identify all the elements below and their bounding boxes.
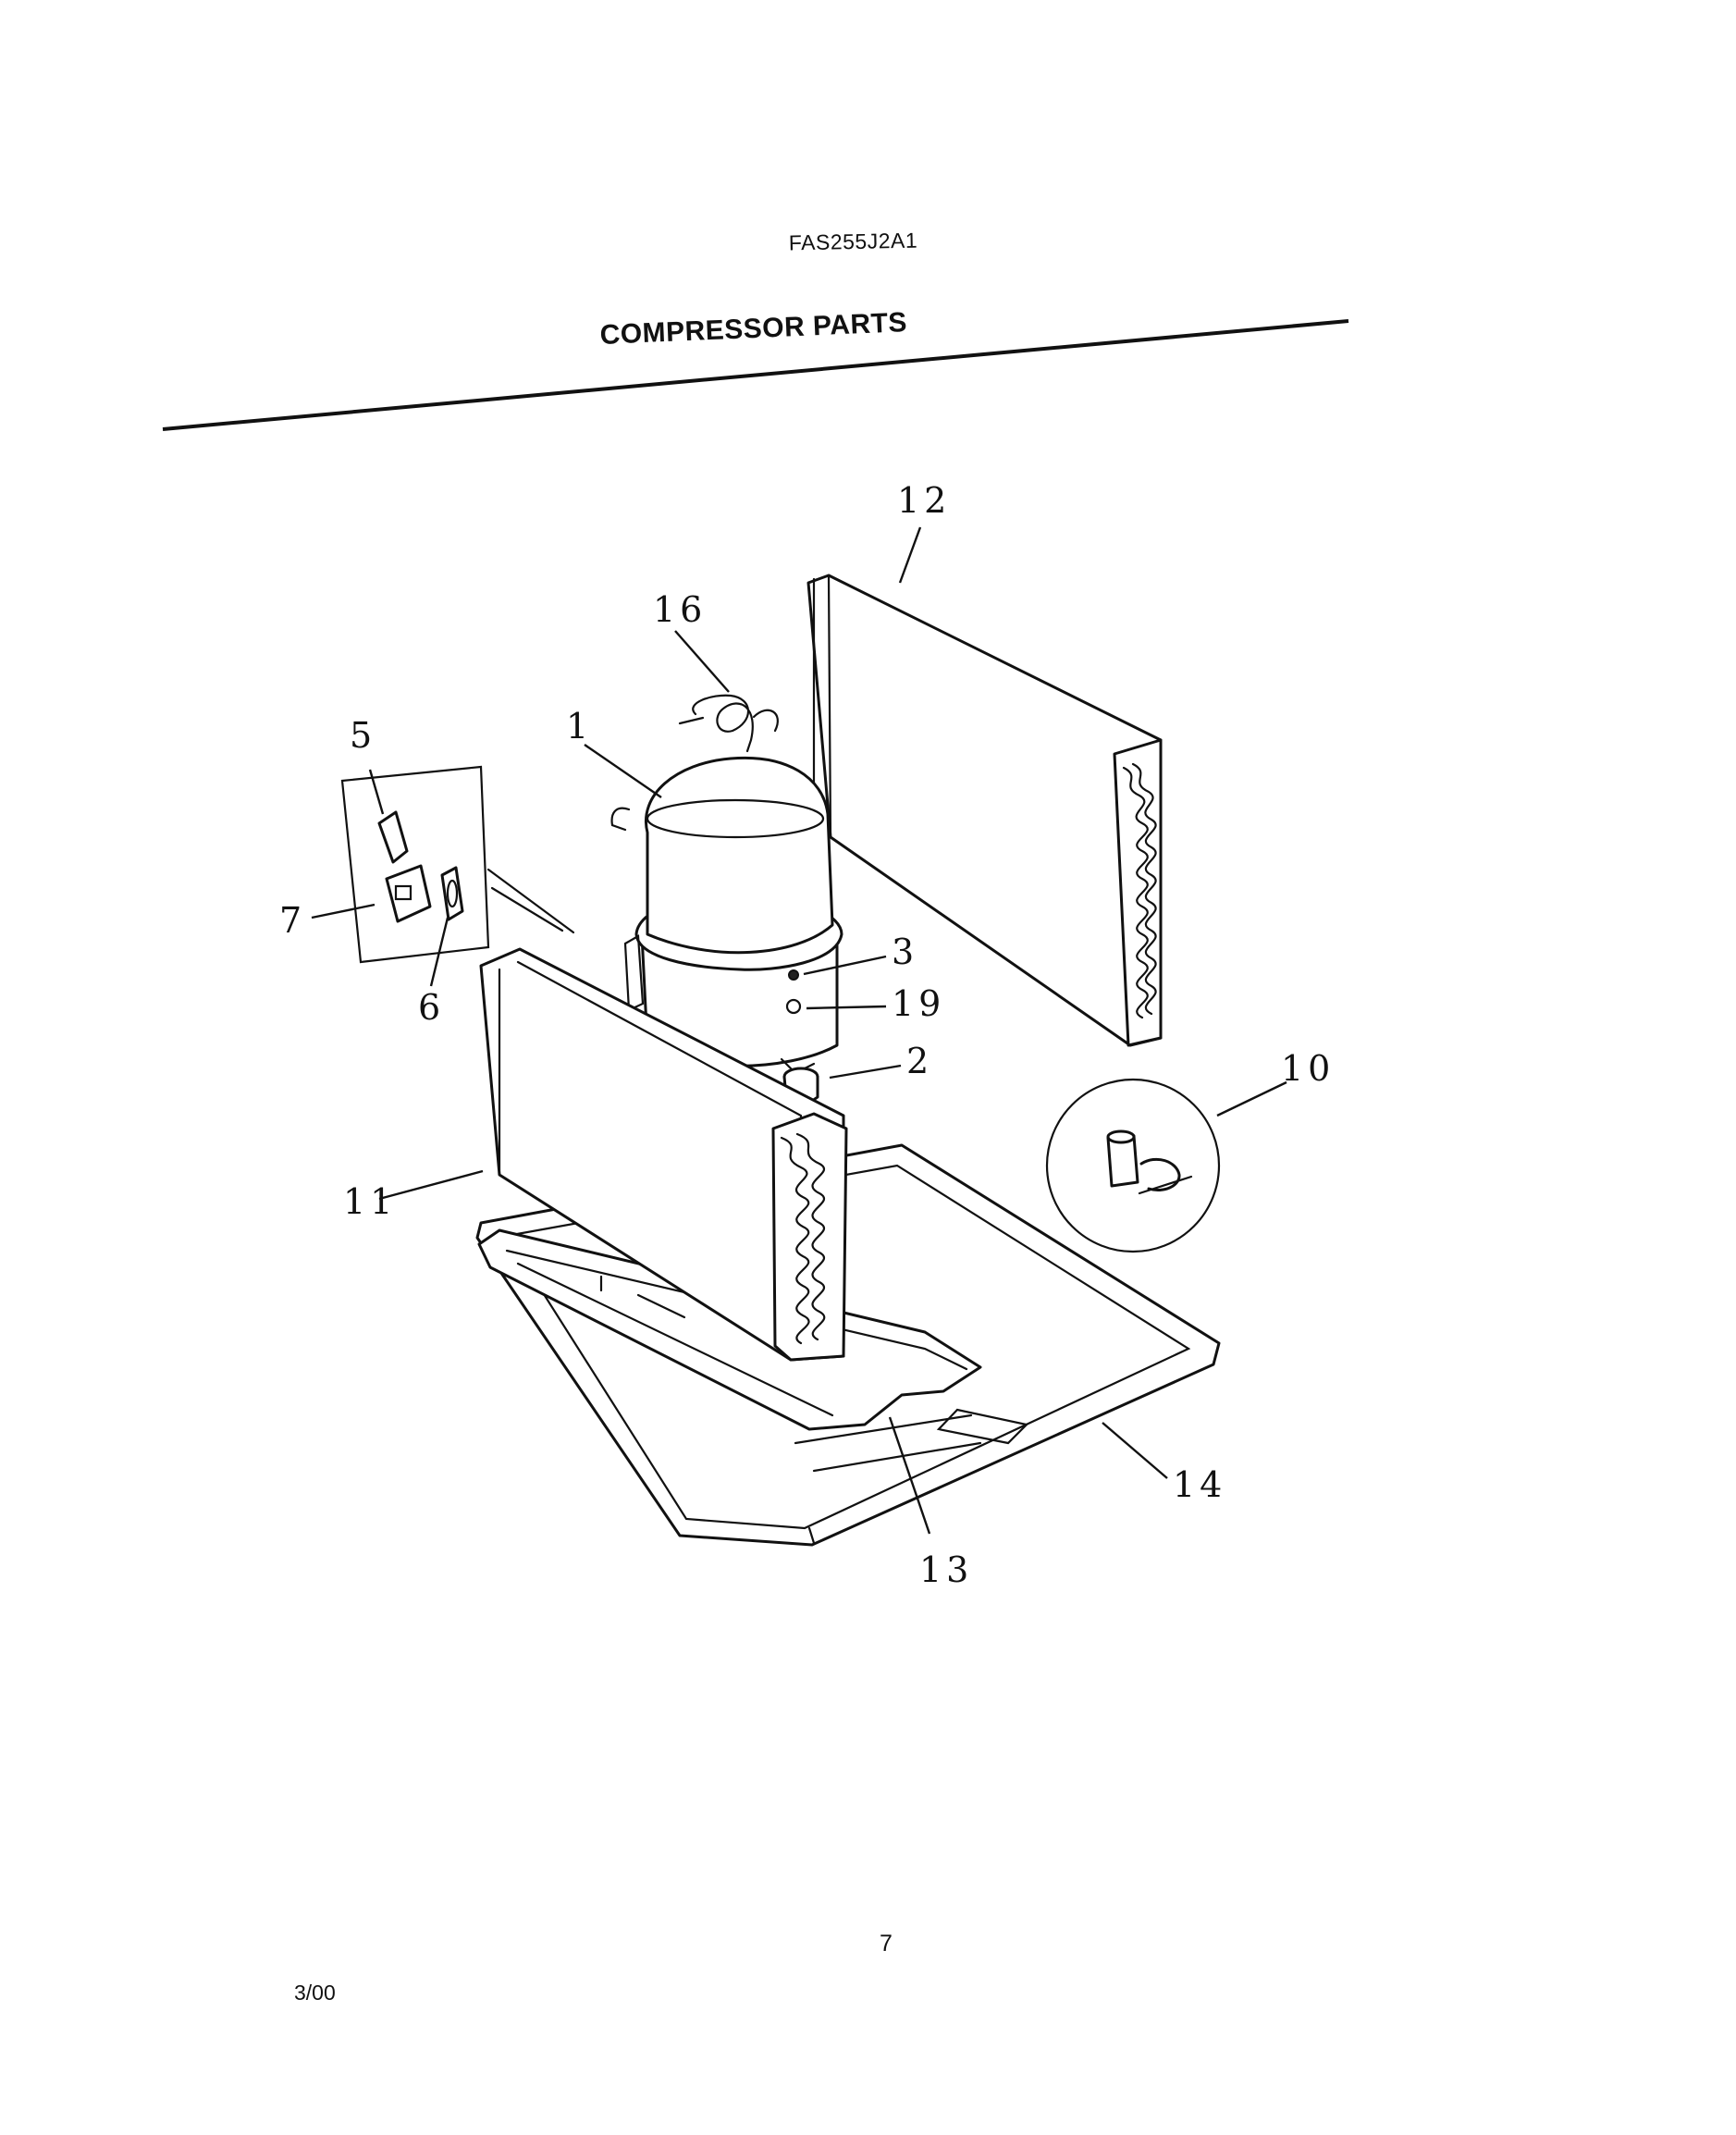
leader-line-3: [803, 955, 887, 976]
page-number: 7: [880, 1931, 893, 1956]
electrical-inset-box: [340, 765, 575, 964]
valve-inset-circle: [1045, 1078, 1221, 1253]
callout-label-10: 10: [1281, 1048, 1335, 1089]
tubing-part: [678, 694, 779, 753]
leader-line-16: [674, 630, 730, 693]
callout-label-7: 7: [279, 900, 306, 941]
leader-line-2: [829, 1064, 902, 1080]
leader-line-5: [368, 769, 385, 815]
leader-line-19: [806, 1005, 887, 1010]
callout-label-3: 3: [892, 932, 918, 972]
leader-line-6: [429, 917, 449, 987]
gasket-part: [440, 866, 464, 921]
leader-line-13: [888, 1416, 931, 1535]
callout-label-5: 5: [350, 715, 376, 756]
compressor-part: [610, 756, 843, 1075]
callout-label-1: 1: [566, 706, 593, 747]
relay-part: [385, 864, 432, 923]
overload-protector-part: [377, 810, 409, 864]
leader-line-12: [898, 526, 922, 584]
leader-line-14: [1102, 1422, 1168, 1479]
callout-label-14: 14: [1173, 1464, 1226, 1505]
revision-date: 3/00: [294, 1981, 336, 2005]
title-underline: [162, 319, 1349, 431]
condenser-coil-part: [806, 574, 1163, 1047]
callout-label-19: 19: [892, 983, 945, 1024]
callout-label-2: 2: [906, 1041, 933, 1081]
leader-line-10: [1216, 1080, 1287, 1117]
callout-label-6: 6: [418, 987, 445, 1028]
leader-line-11: [378, 1169, 484, 1201]
coil-assembly-part: [479, 947, 848, 1362]
callout-label-13: 13: [919, 1549, 973, 1590]
callout-label-16: 16: [653, 589, 707, 630]
callout-label-12: 12: [897, 480, 951, 521]
callout-label-11: 11: [343, 1181, 397, 1222]
leader-line-7: [311, 903, 376, 919]
leader-line-1: [584, 744, 662, 798]
